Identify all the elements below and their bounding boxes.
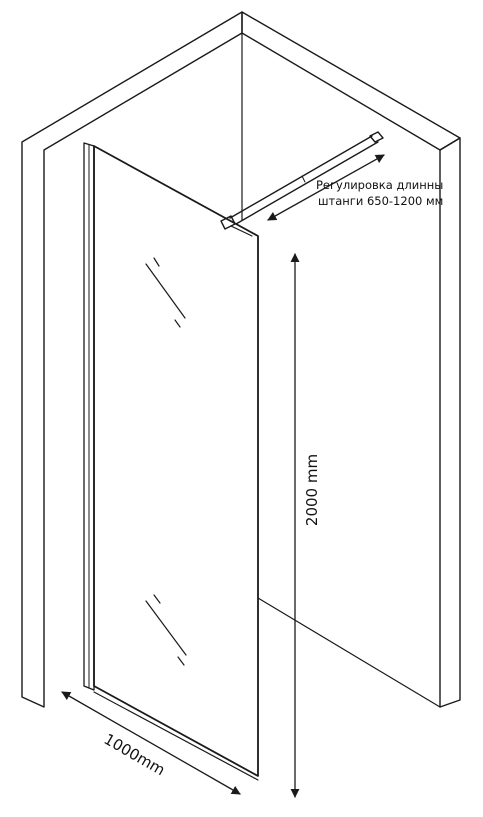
rod-adjust-arrow: [267, 154, 385, 221]
right-wall: [439, 137, 461, 708]
width-arrow: [61, 691, 241, 795]
rod-adjust-label-line2: штанги 650-1200 мм: [318, 194, 443, 208]
glass-sheet: [93, 145, 259, 777]
height-label: 2000 mm: [303, 454, 321, 526]
left-wall: [21, 11, 243, 708]
back-wall-top: [241, 11, 461, 151]
rod-adjust-label-line1: Регулировка длинны: [316, 178, 443, 192]
walls: [21, 11, 461, 708]
floor-wall-line: [257, 597, 441, 708]
rod-wall-mount: [369, 131, 384, 143]
glass-panel: [83, 142, 259, 781]
width-label: 1000mm: [101, 730, 168, 779]
glass-reflection-top: [145, 257, 186, 328]
glass-reflection-bottom: [145, 594, 187, 666]
rod-glass-clamp: [220, 215, 236, 230]
wall-profile: [83, 142, 95, 691]
